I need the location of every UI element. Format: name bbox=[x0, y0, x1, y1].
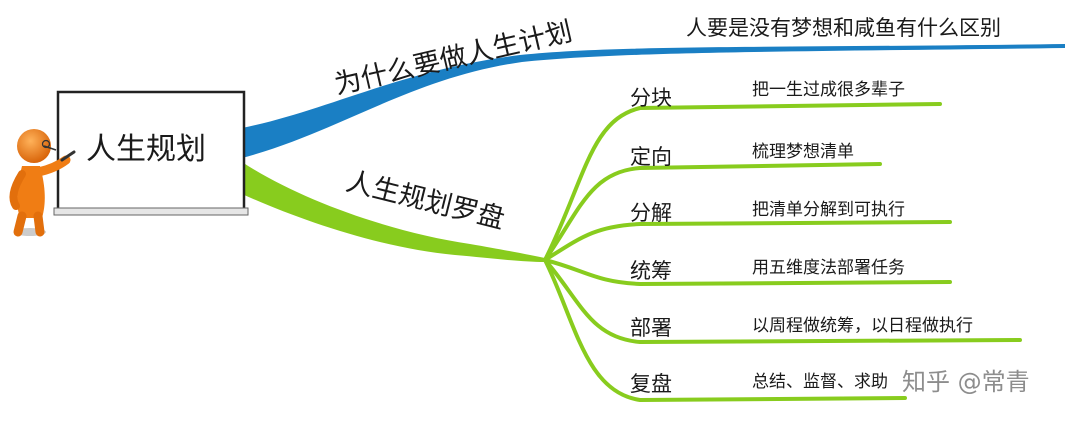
compass-sub-branches bbox=[543, 102, 1022, 403]
branch-why-detail: 人要是没有梦想和咸鱼有什么区别 bbox=[686, 16, 1001, 40]
sub-branch-line-6 bbox=[543, 258, 907, 403]
compass-item-label: 定向 bbox=[630, 145, 672, 169]
compass-item-label: 分块 bbox=[630, 86, 672, 110]
compass-item-label: 统筹 bbox=[630, 259, 672, 283]
sub-branch-line-4 bbox=[543, 258, 952, 287]
compass-item-label: 分解 bbox=[630, 201, 672, 225]
compass-item-detail: 把一生过成很多辈子 bbox=[752, 80, 905, 100]
root-node-label: 人生规划 bbox=[86, 132, 206, 167]
sub-branch-line-5 bbox=[543, 258, 1022, 345]
watermark: 知乎 @常青 bbox=[902, 368, 1030, 396]
compass-item-detail: 用五维度法部署任务 bbox=[752, 258, 905, 278]
presenter-figure-icon bbox=[9, 129, 76, 237]
compass-item-label: 复盘 bbox=[630, 372, 672, 396]
whiteboard-ledge bbox=[53, 207, 249, 216]
compass-item-detail: 以周程做统筹，以日程做执行 bbox=[752, 316, 973, 336]
compass-item-detail: 梳理梦想清单 bbox=[752, 142, 854, 162]
sub-branch-line-3 bbox=[543, 220, 952, 262]
compass-item-label: 部署 bbox=[630, 316, 672, 340]
sub-branch-line-1 bbox=[543, 102, 942, 262]
sub-branch-line-2 bbox=[543, 162, 882, 262]
compass-item-detail: 总结、监督、求助 bbox=[752, 372, 888, 392]
compass-item-detail: 把清单分解到可执行 bbox=[752, 200, 905, 220]
branch-why-ribbon bbox=[242, 44, 1065, 158]
branch-compass-ribbon bbox=[242, 162, 545, 262]
